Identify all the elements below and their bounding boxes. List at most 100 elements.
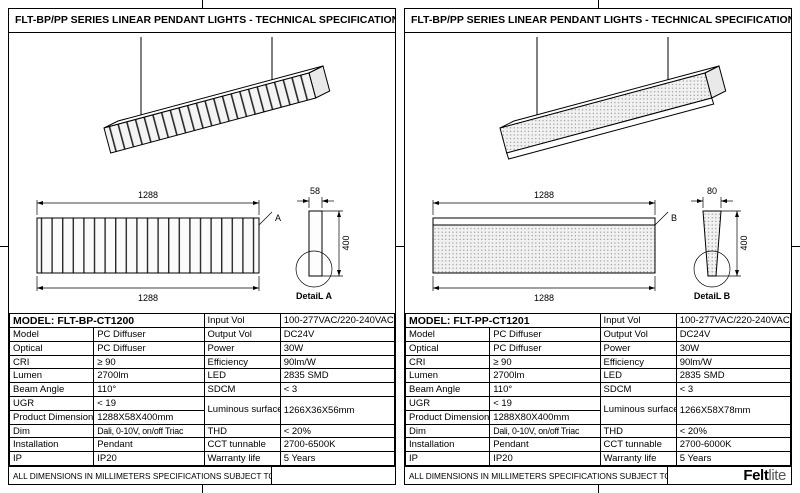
- spec-row: UGR < 19 Luminous surface size 1266X58X7…: [404, 396, 792, 425]
- panel-footer: ALL DIMENSIONS IN MILLIMETERS SPECIFICAT…: [9, 466, 395, 484]
- spec-value: PC Diffuser: [489, 327, 601, 342]
- spec-value: ≥ 90: [93, 354, 205, 370]
- spec-row: Optical PC Diffuser Power 30W: [8, 340, 396, 356]
- spec-value: 90lm/W: [279, 354, 396, 370]
- spec-value: 1266X36X56mm: [279, 396, 396, 425]
- spec-label: Output Vol: [599, 327, 677, 342]
- spec-value: < 19: [489, 396, 601, 411]
- spec-row: Optical PC Diffuser Power 30W: [404, 340, 792, 356]
- spec-value: Dali, 0-10V, on/off Triac: [489, 423, 601, 439]
- spec-value: 90lm/W: [675, 354, 792, 370]
- section-marker: A: [275, 213, 281, 223]
- spec-label: IP: [8, 451, 95, 466]
- spec-value: 1266X58X78mm: [675, 396, 792, 425]
- frame-tick: [202, 485, 203, 493]
- perspective-view: [103, 37, 331, 154]
- panel-flt-pp: FLT-BP/PP SERIES LINEAR PENDANT LIGHTS -…: [404, 8, 792, 485]
- spec-label: LED: [203, 368, 281, 384]
- spec-value: 100-277VAC/220-240VAC: [675, 313, 792, 329]
- spec-label: Beam Angle: [8, 382, 95, 398]
- dimension-label: 400: [341, 235, 351, 250]
- dimension-label: 80: [707, 186, 717, 196]
- spec-label: UGR: [404, 396, 491, 411]
- spec-label: IP: [404, 451, 491, 466]
- spec-row: MODEL: FLT-BP-CT1200 Input Vol 100-277VA…: [9, 313, 396, 329]
- brand-light: lite: [768, 467, 786, 484]
- spec-value: 110°: [93, 382, 205, 398]
- spec-row: Installation Pendant CCT tunnable 2700-6…: [8, 437, 396, 453]
- spec-row: Beam Angle 110° SDCM < 3: [404, 382, 792, 398]
- spec-value: IP20: [489, 451, 601, 466]
- dimension-label: 400: [739, 235, 749, 250]
- spec-label: Input Vol: [203, 313, 281, 329]
- drawing-area-bp: 1288 1288 A 58 400 DetaiL A: [9, 33, 395, 313]
- spec-value: 2700lm: [93, 368, 205, 384]
- spec-label: Product Dimension: [404, 409, 491, 425]
- spec-label: UGR: [8, 396, 95, 411]
- frame-tick: [792, 246, 800, 247]
- detail-view: 80 400 DetaiL B: [691, 186, 749, 301]
- spec-label: THD: [203, 423, 281, 439]
- spec-value: Pendant: [93, 437, 205, 453]
- spec-label: Lumen: [404, 368, 491, 384]
- spec-table-pp: MODEL: FLT-PP-CT1201 Input Vol 100-277VA…: [404, 313, 792, 466]
- spec-value: 30W: [279, 340, 396, 356]
- spec-label: Optical: [404, 340, 491, 356]
- spec-row: IP IP20 Warranty life 5 Years: [404, 451, 792, 466]
- spec-value: PC Diffuser: [489, 340, 601, 356]
- spec-label: Luminous surface size: [599, 396, 677, 425]
- spec-value: DC24V: [279, 327, 396, 342]
- spec-label: Model: [404, 327, 491, 342]
- spec-value: 110°: [489, 382, 601, 398]
- spec-label: Power: [599, 340, 677, 356]
- panel-flt-bp: FLT-BP/PP SERIES LINEAR PENDANT LIGHTS -…: [8, 8, 396, 485]
- frame-tick: [0, 246, 8, 247]
- spec-value: 5 Years: [279, 451, 396, 466]
- spec-label: Installation: [8, 437, 95, 453]
- spec-value: PC Diffuser: [93, 327, 205, 342]
- spec-label: Lumen: [8, 368, 95, 384]
- spec-value: PC Diffuser: [93, 340, 205, 356]
- spec-row: MODEL: FLT-PP-CT1201 Input Vol 100-277VA…: [405, 313, 792, 329]
- spec-label: Optical: [8, 340, 95, 356]
- footer-right: Feltlite: [668, 467, 791, 484]
- dimension-label: 1288: [138, 293, 158, 303]
- spec-label: Efficiency: [599, 354, 677, 370]
- spec-row: Model PC Diffuser Output Vol DC24V: [8, 327, 396, 342]
- dimension-label: 1288: [534, 293, 554, 303]
- spec-label: CRI: [404, 354, 491, 370]
- spec-row: Installation Pendant CCT tunnable 2700-6…: [404, 437, 792, 453]
- technical-drawing-pp: 1288 1288 B 80 400 DetaiL B: [432, 37, 749, 303]
- frame-tick: [202, 0, 203, 8]
- spec-value: < 3: [279, 382, 396, 398]
- spec-value: 2835 SMD: [279, 368, 396, 384]
- spec-label: CCT tunnable: [203, 437, 281, 453]
- model-cell: MODEL: FLT-BP-CT1200: [9, 313, 205, 329]
- footer-note: ALL DIMENSIONS IN MILLIMETERS SPECIFICAT…: [9, 467, 272, 484]
- frame-tick: [396, 246, 404, 247]
- spec-row: Beam Angle 110° SDCM < 3: [8, 382, 396, 398]
- panel-title: FLT-BP/PP SERIES LINEAR PENDANT LIGHTS -…: [405, 9, 791, 33]
- spec-value: 100-277VAC/220-240VAC: [279, 313, 396, 329]
- front-view: 1288 1288 A: [36, 190, 281, 303]
- spec-label: CRI: [8, 354, 95, 370]
- spec-row: CRI ≥ 90 Efficiency 90lm/W: [8, 354, 396, 370]
- spec-label: Warranty life: [203, 451, 281, 466]
- section-marker: B: [671, 213, 677, 223]
- spec-value: 1288X58X400mm: [93, 409, 205, 425]
- dimension-label: 1288: [138, 190, 158, 200]
- spec-value: 2700-6500K: [279, 437, 396, 453]
- spec-label: Dim: [404, 423, 491, 439]
- spec-value: Dali, 0-10V, on/off Triac: [93, 423, 205, 439]
- spec-label: Output Vol: [203, 327, 281, 342]
- technical-drawing-bp: 1288 1288 A 58 400 DetaiL A: [36, 37, 351, 303]
- detail-view: 58 400 DetaiL A: [295, 186, 351, 301]
- spec-label: CCT tunnable: [599, 437, 677, 453]
- spec-table-bp: MODEL: FLT-BP-CT1200 Input Vol 100-277VA…: [8, 313, 396, 466]
- spec-value: 1288X80X400mm: [489, 409, 601, 425]
- panel-title: FLT-BP/PP SERIES LINEAR PENDANT LIGHTS -…: [9, 9, 395, 33]
- spec-label: Beam Angle: [404, 382, 491, 398]
- spec-value: < 3: [675, 382, 792, 398]
- spec-label: SDCM: [203, 382, 281, 398]
- spec-label: Warranty life: [599, 451, 677, 466]
